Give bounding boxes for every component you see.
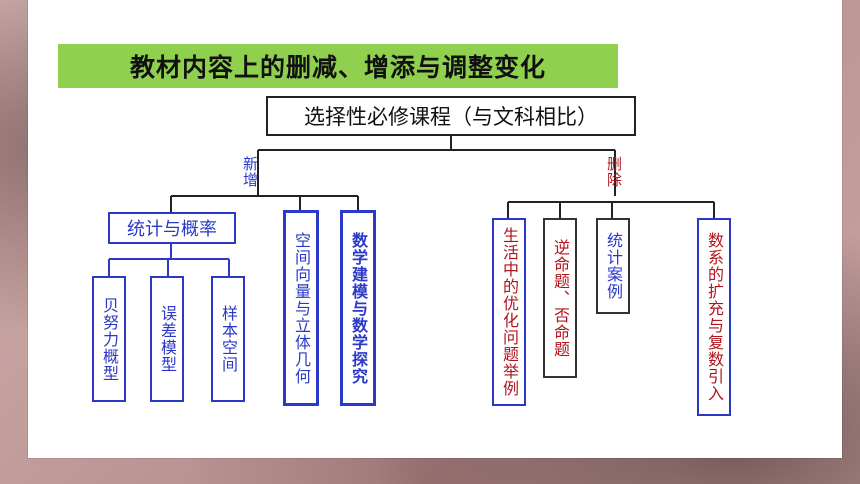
branch-label-removed: 删除 [605,156,623,188]
node-bernoulli-label: 贝努力概型 [100,296,119,382]
node-stat-cases-label: 统计案例 [604,232,623,300]
slide-title: 教材内容上的删减、增添与调整变化 [58,44,618,88]
node-complex-numbers-label: 数系的扩充与复数引入 [705,232,724,402]
node-math-modeling: 数学建模与数学探究 [340,210,376,406]
node-converse-proposition-label: 逆命题、否命题 [551,238,570,358]
branch-label-added: 新增 [241,156,259,188]
node-error-model: 误差模型 [150,276,184,402]
node-converse-proposition: 逆命题、否命题 [543,218,577,378]
node-optimization: 生活中的优化问题举例 [492,218,526,406]
root-node: 选择性必修课程（与文科相比） [266,96,636,136]
node-math-modeling-label: 数学建模与数学探究 [349,231,368,385]
node-sample-space-label: 样本空间 [219,305,238,373]
node-bernoulli: 贝努力概型 [92,276,126,402]
node-space-vectors: 空间向量与立体几何 [283,210,319,406]
node-complex-numbers: 数系的扩充与复数引入 [697,218,731,416]
node-stat-cases: 统计案例 [596,218,630,314]
node-optimization-label: 生活中的优化问题举例 [500,227,519,397]
node-space-vectors-label: 空间向量与立体几何 [292,231,311,385]
node-stats-probability: 统计与概率 [108,212,236,244]
node-sample-space: 样本空间 [211,276,245,402]
node-error-model-label: 误差模型 [158,305,177,373]
